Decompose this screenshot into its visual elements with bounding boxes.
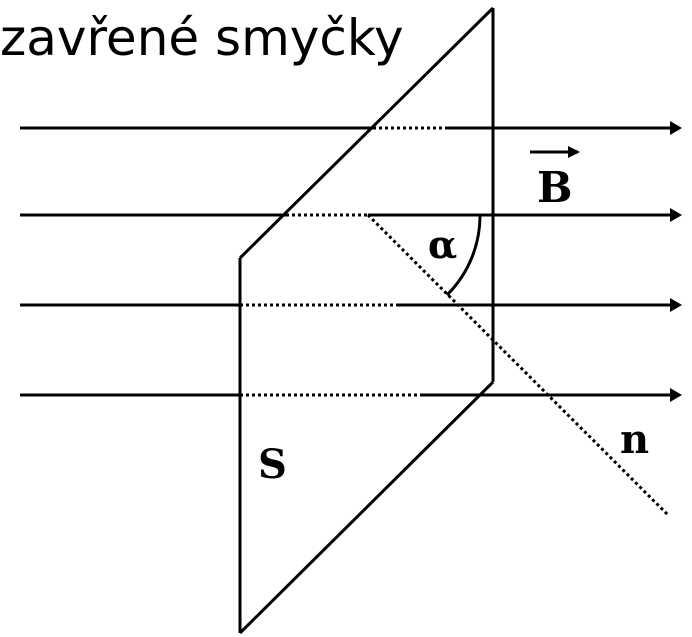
area-label: S — [258, 441, 287, 488]
normal-label: n — [620, 416, 649, 463]
field-vector-label: B — [530, 146, 580, 212]
field-label: B — [537, 163, 573, 212]
angle-arc — [445, 214, 482, 297]
field-lines-hidden — [240, 126, 448, 397]
loop-surface — [238, 6, 495, 635]
diagram-title: zavřené smyčky — [0, 9, 404, 67]
normal-vector — [366, 213, 670, 517]
loop-bottom-edge — [238, 380, 495, 635]
angle-label: α — [428, 222, 457, 267]
field-lines — [20, 121, 682, 402]
loop-top-edge — [238, 6, 495, 260]
